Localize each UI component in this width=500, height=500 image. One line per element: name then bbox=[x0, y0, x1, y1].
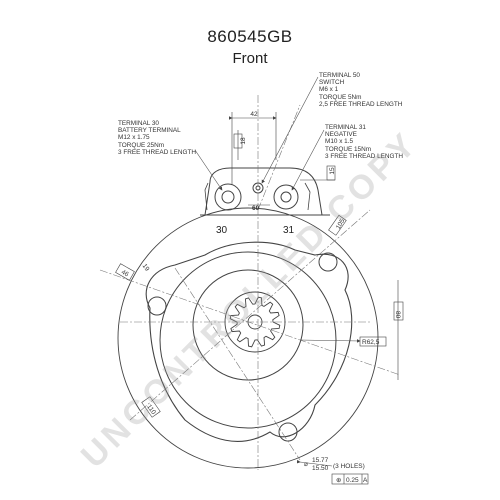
mounting-hole-bottom bbox=[278, 422, 298, 442]
tolerance-value: 0.25 bbox=[346, 477, 359, 484]
view-title: Front bbox=[232, 50, 268, 67]
dim-80-text: 80 bbox=[394, 311, 401, 319]
diameter-symbol-icon: ⌀ bbox=[304, 461, 308, 468]
diagonal-centerline-2 bbox=[129, 209, 371, 421]
dim-110-text: 110 bbox=[145, 403, 157, 416]
dim-42-text: 42 bbox=[250, 111, 258, 118]
dim-46-box bbox=[115, 263, 135, 281]
dim-105-text: 105 bbox=[335, 217, 347, 230]
leader-terminal-31 bbox=[291, 129, 325, 191]
terminal-leader-axis bbox=[257, 104, 301, 211]
dim-15-text: 15 bbox=[329, 167, 336, 175]
diagonal-centerline-3 bbox=[174, 267, 301, 461]
mounting-hole-left bbox=[147, 296, 167, 316]
dim-60-text: 60 bbox=[252, 205, 260, 212]
dim-19-text: 19 bbox=[141, 263, 151, 273]
dim-18-text: 18 bbox=[240, 137, 247, 145]
terminal-30-note: TERMINAL 30 BATTERY TERMINAL M12 x 1.75 … bbox=[118, 120, 197, 156]
leader-terminal-30 bbox=[194, 149, 223, 191]
mounting-flange bbox=[145, 241, 353, 442]
terminal-31-outer bbox=[273, 184, 299, 210]
dim-110-box bbox=[141, 396, 161, 418]
terminal-50-note: TERMINAL 50 SWITCH M6 x 1 TORQUE 5Nm 2,5… bbox=[319, 72, 403, 108]
terminal-lug-left bbox=[204, 182, 209, 211]
tolerance-frame bbox=[331, 473, 369, 485]
dim-105-box bbox=[328, 214, 347, 236]
terminal-lug-right bbox=[304, 182, 311, 211]
dim-80-box bbox=[393, 301, 404, 321]
dim-r62-text: R62,5 bbox=[362, 339, 380, 346]
terminal-30-label: 30 bbox=[216, 225, 228, 236]
dim-46-text: 46 bbox=[120, 269, 130, 279]
hole-dia-top: 15.77 bbox=[312, 457, 329, 464]
leader-terminal-50 bbox=[261, 76, 319, 184]
housing-outline bbox=[117, 207, 379, 469]
position-tolerance-icon: ⊕ bbox=[336, 477, 342, 484]
terminal-31-inner bbox=[280, 191, 292, 203]
terminal-30-outer bbox=[214, 183, 242, 211]
hole-dia-bottom: 15.50 bbox=[312, 465, 329, 472]
part-number-title: 860545GB bbox=[207, 27, 293, 46]
terminal-31-note: TERMINAL 31 NEGATIVE M10 x 1.5 TORQUE 15… bbox=[325, 124, 404, 160]
terminal-31-label: 31 bbox=[283, 225, 295, 236]
mounting-hole-right bbox=[318, 252, 338, 272]
dim-18-box bbox=[233, 133, 243, 149]
housing-inner-ring bbox=[159, 251, 337, 429]
datum-label: A bbox=[363, 477, 368, 484]
solenoid-cap bbox=[204, 167, 323, 216]
diagonal-centerline-1 bbox=[99, 269, 401, 376]
terminal-30-inner bbox=[221, 190, 235, 204]
hole-count-text: (3 HOLES) bbox=[333, 463, 365, 470]
